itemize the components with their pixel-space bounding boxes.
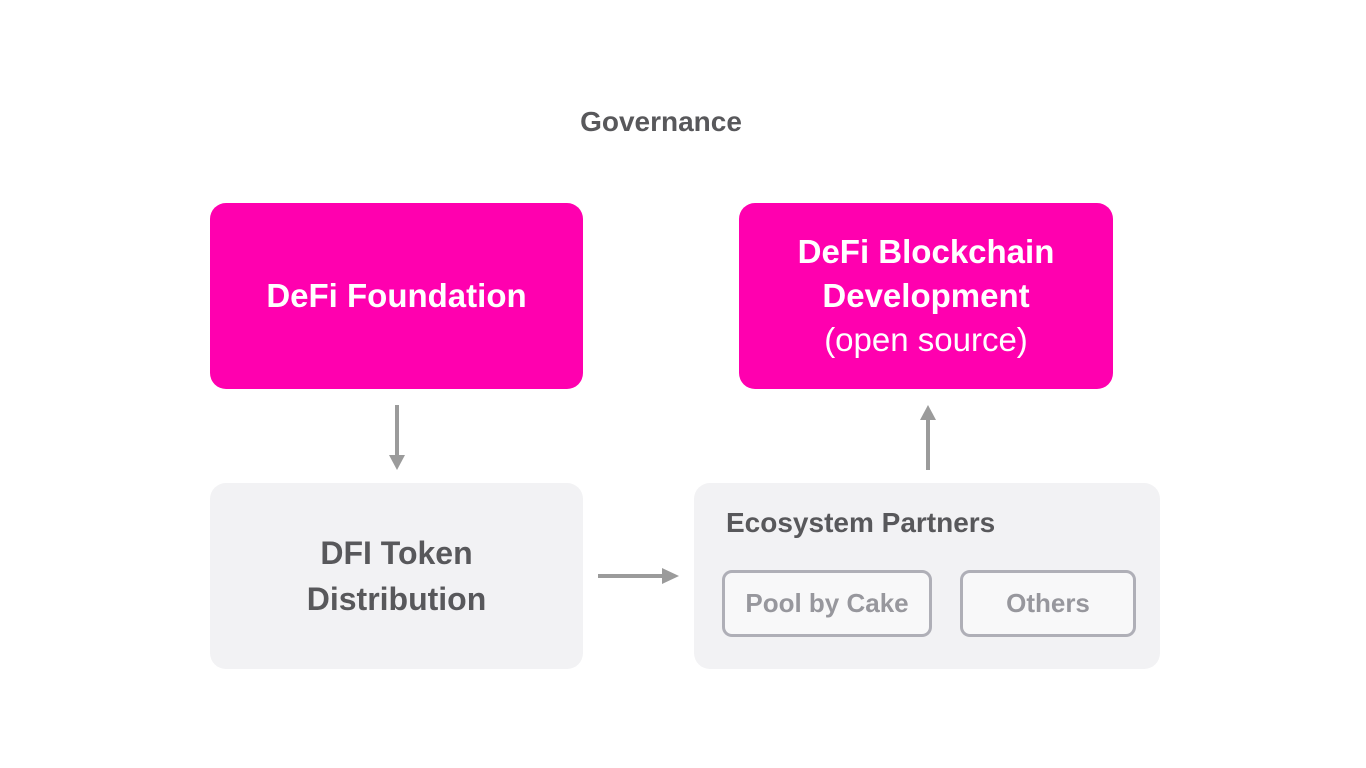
- partner-others-label: Others: [1006, 588, 1090, 618]
- diagram-title: Governance: [580, 106, 742, 137]
- arrow-ecosystem-to-blockchain-development-icon: [920, 405, 936, 470]
- arrow-foundation-to-token-distribution-icon: [389, 405, 405, 470]
- node-dfi-token-line2: Distribution: [306, 581, 487, 617]
- node-defi-blockchain-line1: DeFi Blockchain: [797, 233, 1055, 270]
- arrow-token-distribution-to-ecosystem-icon: [598, 568, 679, 584]
- partner-pool-by-cake-label: Pool by Cake: [745, 588, 909, 618]
- node-defi-blockchain-line3: (open source): [824, 321, 1028, 358]
- node-dfi-token-line1: DFI Token: [320, 535, 473, 571]
- partner-pool-by-cake: Pool by Cake: [722, 570, 932, 637]
- partner-others: Others: [960, 570, 1136, 637]
- node-ecosystem-partners: Ecosystem Partners Pool by Cake Others: [694, 483, 1160, 669]
- node-defi-foundation-label: DeFi Foundation: [266, 277, 527, 314]
- ecosystem-partners-heading: Ecosystem Partners: [726, 507, 996, 538]
- node-defi-blockchain-development: DeFi Blockchain Development (open source…: [739, 203, 1113, 389]
- node-defi-blockchain-line2: Development: [822, 277, 1030, 314]
- node-defi-foundation: DeFi Foundation: [210, 203, 583, 389]
- node-dfi-token-distribution: DFI Token Distribution: [210, 483, 583, 669]
